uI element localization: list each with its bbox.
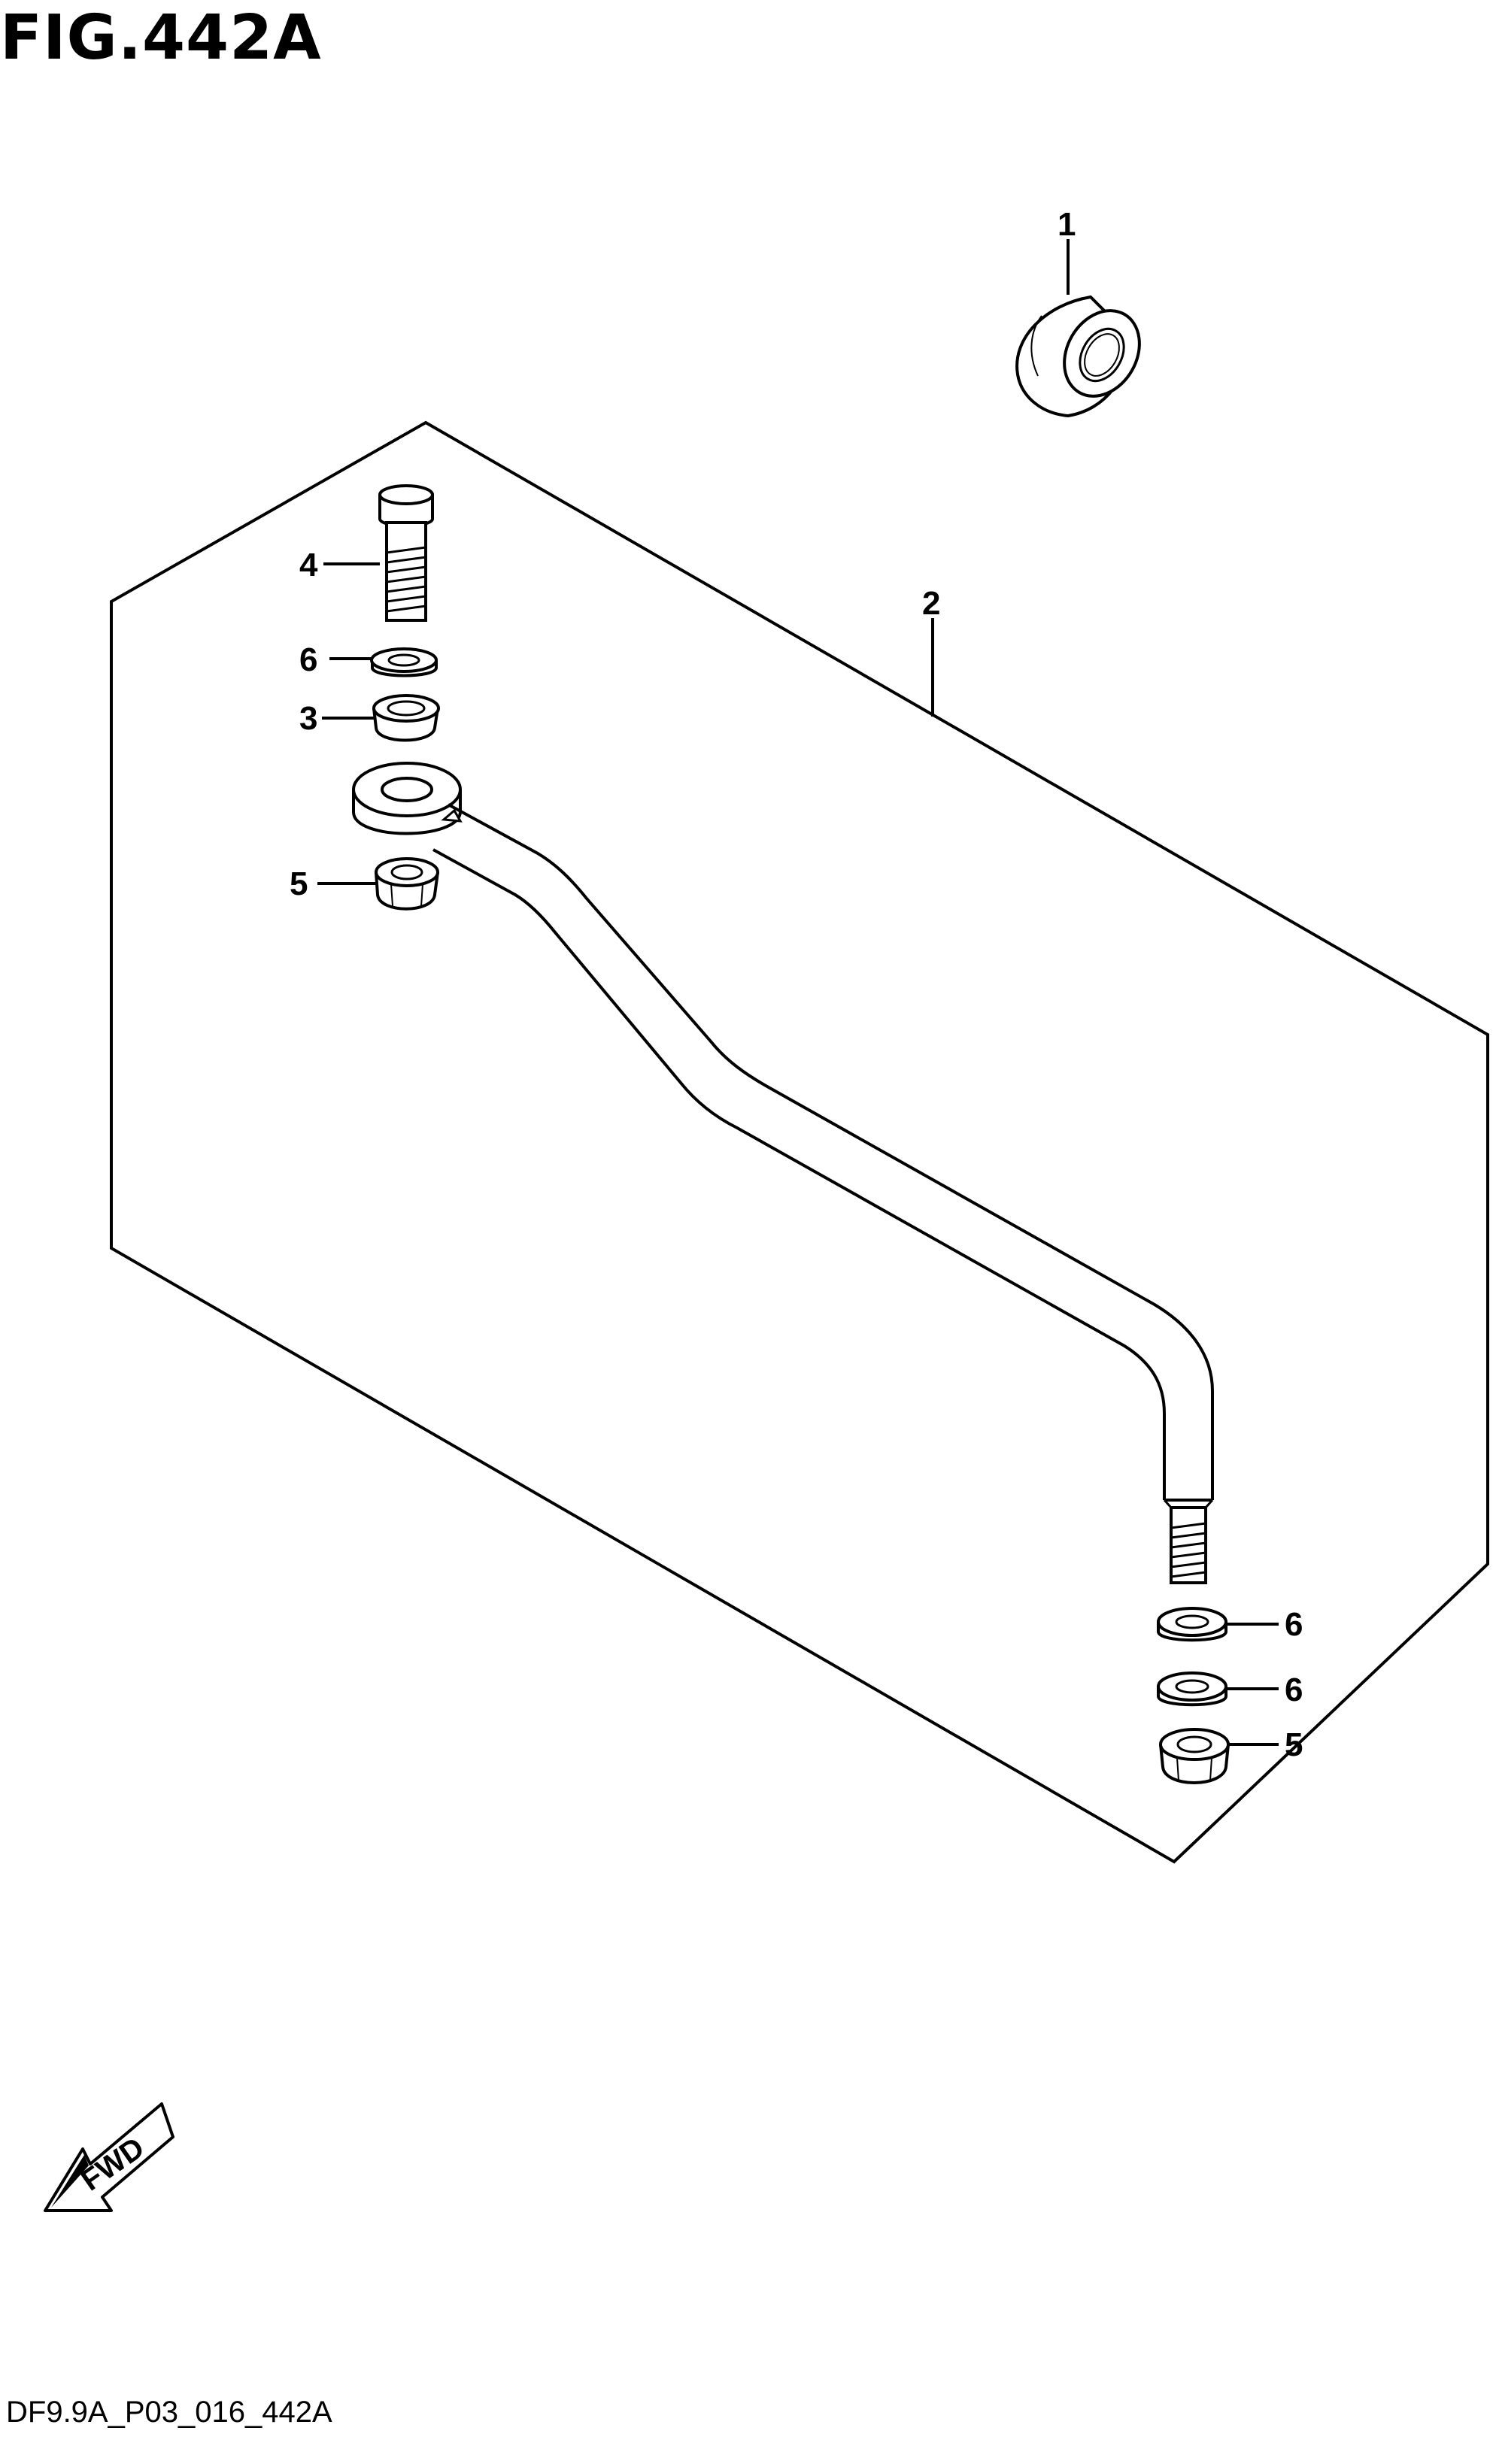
callout-1: 1 (1058, 206, 1076, 243)
part-6-washer-lower-a[interactable] (1157, 1607, 1227, 1642)
callout-2: 2 (922, 585, 940, 622)
callout-5-bottom: 5 (1285, 1726, 1303, 1763)
part-3-bushing[interactable] (372, 694, 440, 742)
figure-title: FIG.442A (0, 2, 322, 74)
part-5-nut-lower[interactable] (1159, 1728, 1230, 1784)
callout-4: 4 (299, 547, 318, 583)
part-4-bolt[interactable] (378, 484, 434, 622)
callout-6-top: 6 (299, 641, 317, 678)
callout-5-top: 5 (290, 865, 308, 902)
callout-3: 3 (299, 700, 317, 737)
fwd-arrow-icon: FWD (44, 2102, 174, 2212)
assembly-boundary (110, 420, 1489, 1864)
callout-6-bottom-b: 6 (1285, 1671, 1303, 1708)
part-5-nut-upper[interactable] (375, 857, 439, 911)
part-1-sleeve-nut[interactable] (1015, 295, 1155, 418)
diagram-code: DF9.9A_P03_016_442A (6, 2396, 332, 2429)
part-6-washer-lower-b[interactable] (1157, 1671, 1227, 1707)
callout-6-bottom-a: 6 (1285, 1606, 1303, 1643)
part-6-washer-upper[interactable] (370, 647, 438, 677)
part-2-drag-link-rod[interactable] (352, 762, 1214, 1584)
